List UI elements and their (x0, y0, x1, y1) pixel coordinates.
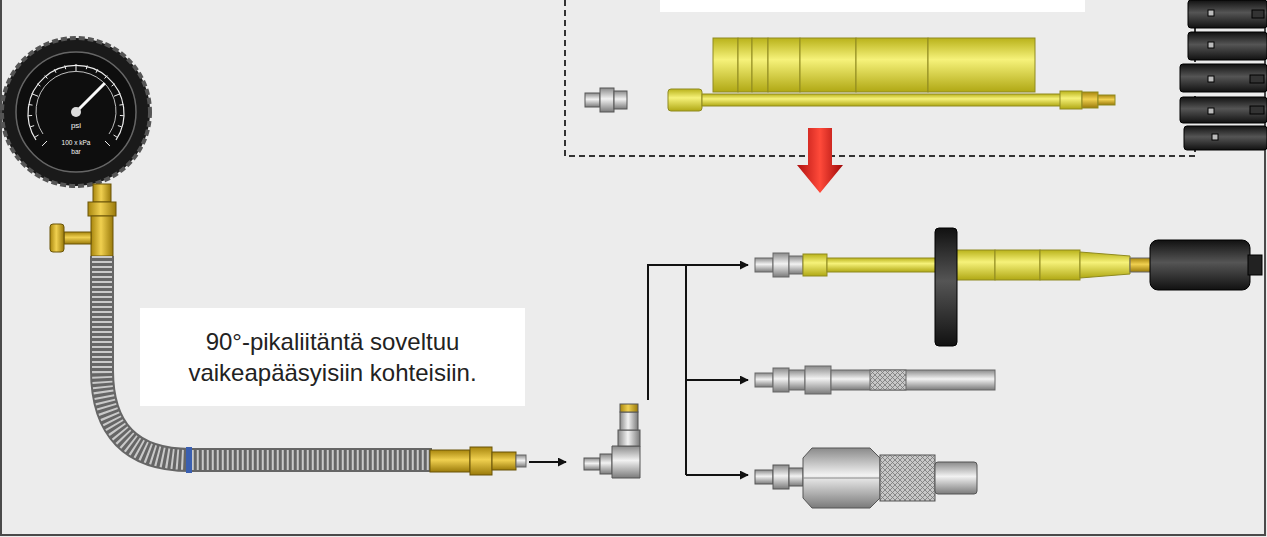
quick-coupler (585, 88, 627, 112)
gauge-tick (32, 94, 38, 97)
gauge-tick (96, 69, 98, 73)
gauge-tick (45, 76, 48, 79)
gauge-tick (105, 141, 110, 146)
connect-arrow (529, 461, 566, 463)
gauge-tick (114, 94, 120, 97)
assembled-extension (755, 228, 1262, 346)
gauge-tick (37, 84, 40, 86)
gauge-tick (119, 104, 123, 106)
gauge-tick (42, 141, 47, 146)
option-arrows (648, 265, 748, 475)
gauge-tick (86, 65, 88, 69)
gauge-fitting (50, 184, 116, 256)
gauge-tick (29, 104, 33, 106)
gauge-tick (28, 115, 32, 116)
gauge-tick (35, 135, 38, 137)
assembly-arrow (797, 128, 843, 193)
extension-rod (668, 89, 1115, 111)
accessory-box (565, 0, 1195, 156)
gauge-tick (105, 76, 108, 79)
threaded-adapter (755, 448, 977, 508)
straight-adapter (755, 366, 995, 394)
gauge-tick (30, 126, 34, 127)
gauge-scale-label: bar (71, 149, 80, 156)
angle-fitting (584, 404, 640, 478)
note-text: 90°-pikaliitäntä soveltuu vaikeapääsyisi… (158, 326, 507, 388)
extension-segments (713, 38, 1035, 92)
gauge-scale-label: 100 x kPa (62, 140, 91, 147)
gauge-tick (64, 65, 66, 69)
spark-plug-adapters (1180, 0, 1267, 150)
pressure-gauge (2, 38, 150, 186)
gauge-ticks (28, 64, 124, 146)
gauge-tick (118, 126, 122, 127)
gauge-tick (120, 115, 124, 116)
gauge-tick (114, 135, 117, 137)
hose-coupling (430, 447, 526, 475)
gauge-tick (112, 84, 115, 86)
note-box: 90°-pikaliitäntä soveltuu vaikeapääsyisi… (140, 308, 525, 406)
gauge-tick (76, 64, 77, 71)
gauge-tick (54, 69, 56, 73)
gauge-scale-label: psi (71, 122, 81, 130)
